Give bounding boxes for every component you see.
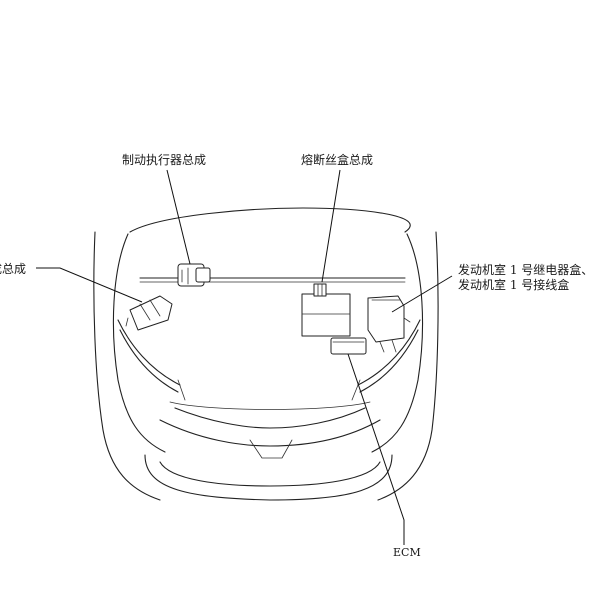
fuse-box-part [301, 283, 351, 337]
left-component-part [125, 295, 173, 331]
ecm-part [330, 337, 367, 355]
relay-box-part [367, 295, 411, 353]
leader-ecm [347, 353, 405, 545]
leader-brake-actuator [166, 169, 191, 265]
label-relay-box-line2: 发动机室 1 号接线盒 [458, 278, 570, 292]
leader-left-part [36, 267, 143, 303]
brake-actuator-part [177, 263, 211, 287]
label-left-partial: 成总成 [0, 262, 27, 276]
leader-fuse-box [321, 169, 341, 283]
leader-relay-box [391, 275, 453, 313]
label-brake-actuator: 制动执行器总成 [122, 153, 207, 167]
label-ecm: ECM [393, 546, 421, 559]
label-fuse-box: 熔断丝盒总成 [301, 153, 374, 167]
label-relay-box-line1: 发动机室 1 号继电器盒、 [458, 263, 594, 277]
car-body-outline [93, 207, 439, 501]
leader-lines [36, 169, 453, 545]
